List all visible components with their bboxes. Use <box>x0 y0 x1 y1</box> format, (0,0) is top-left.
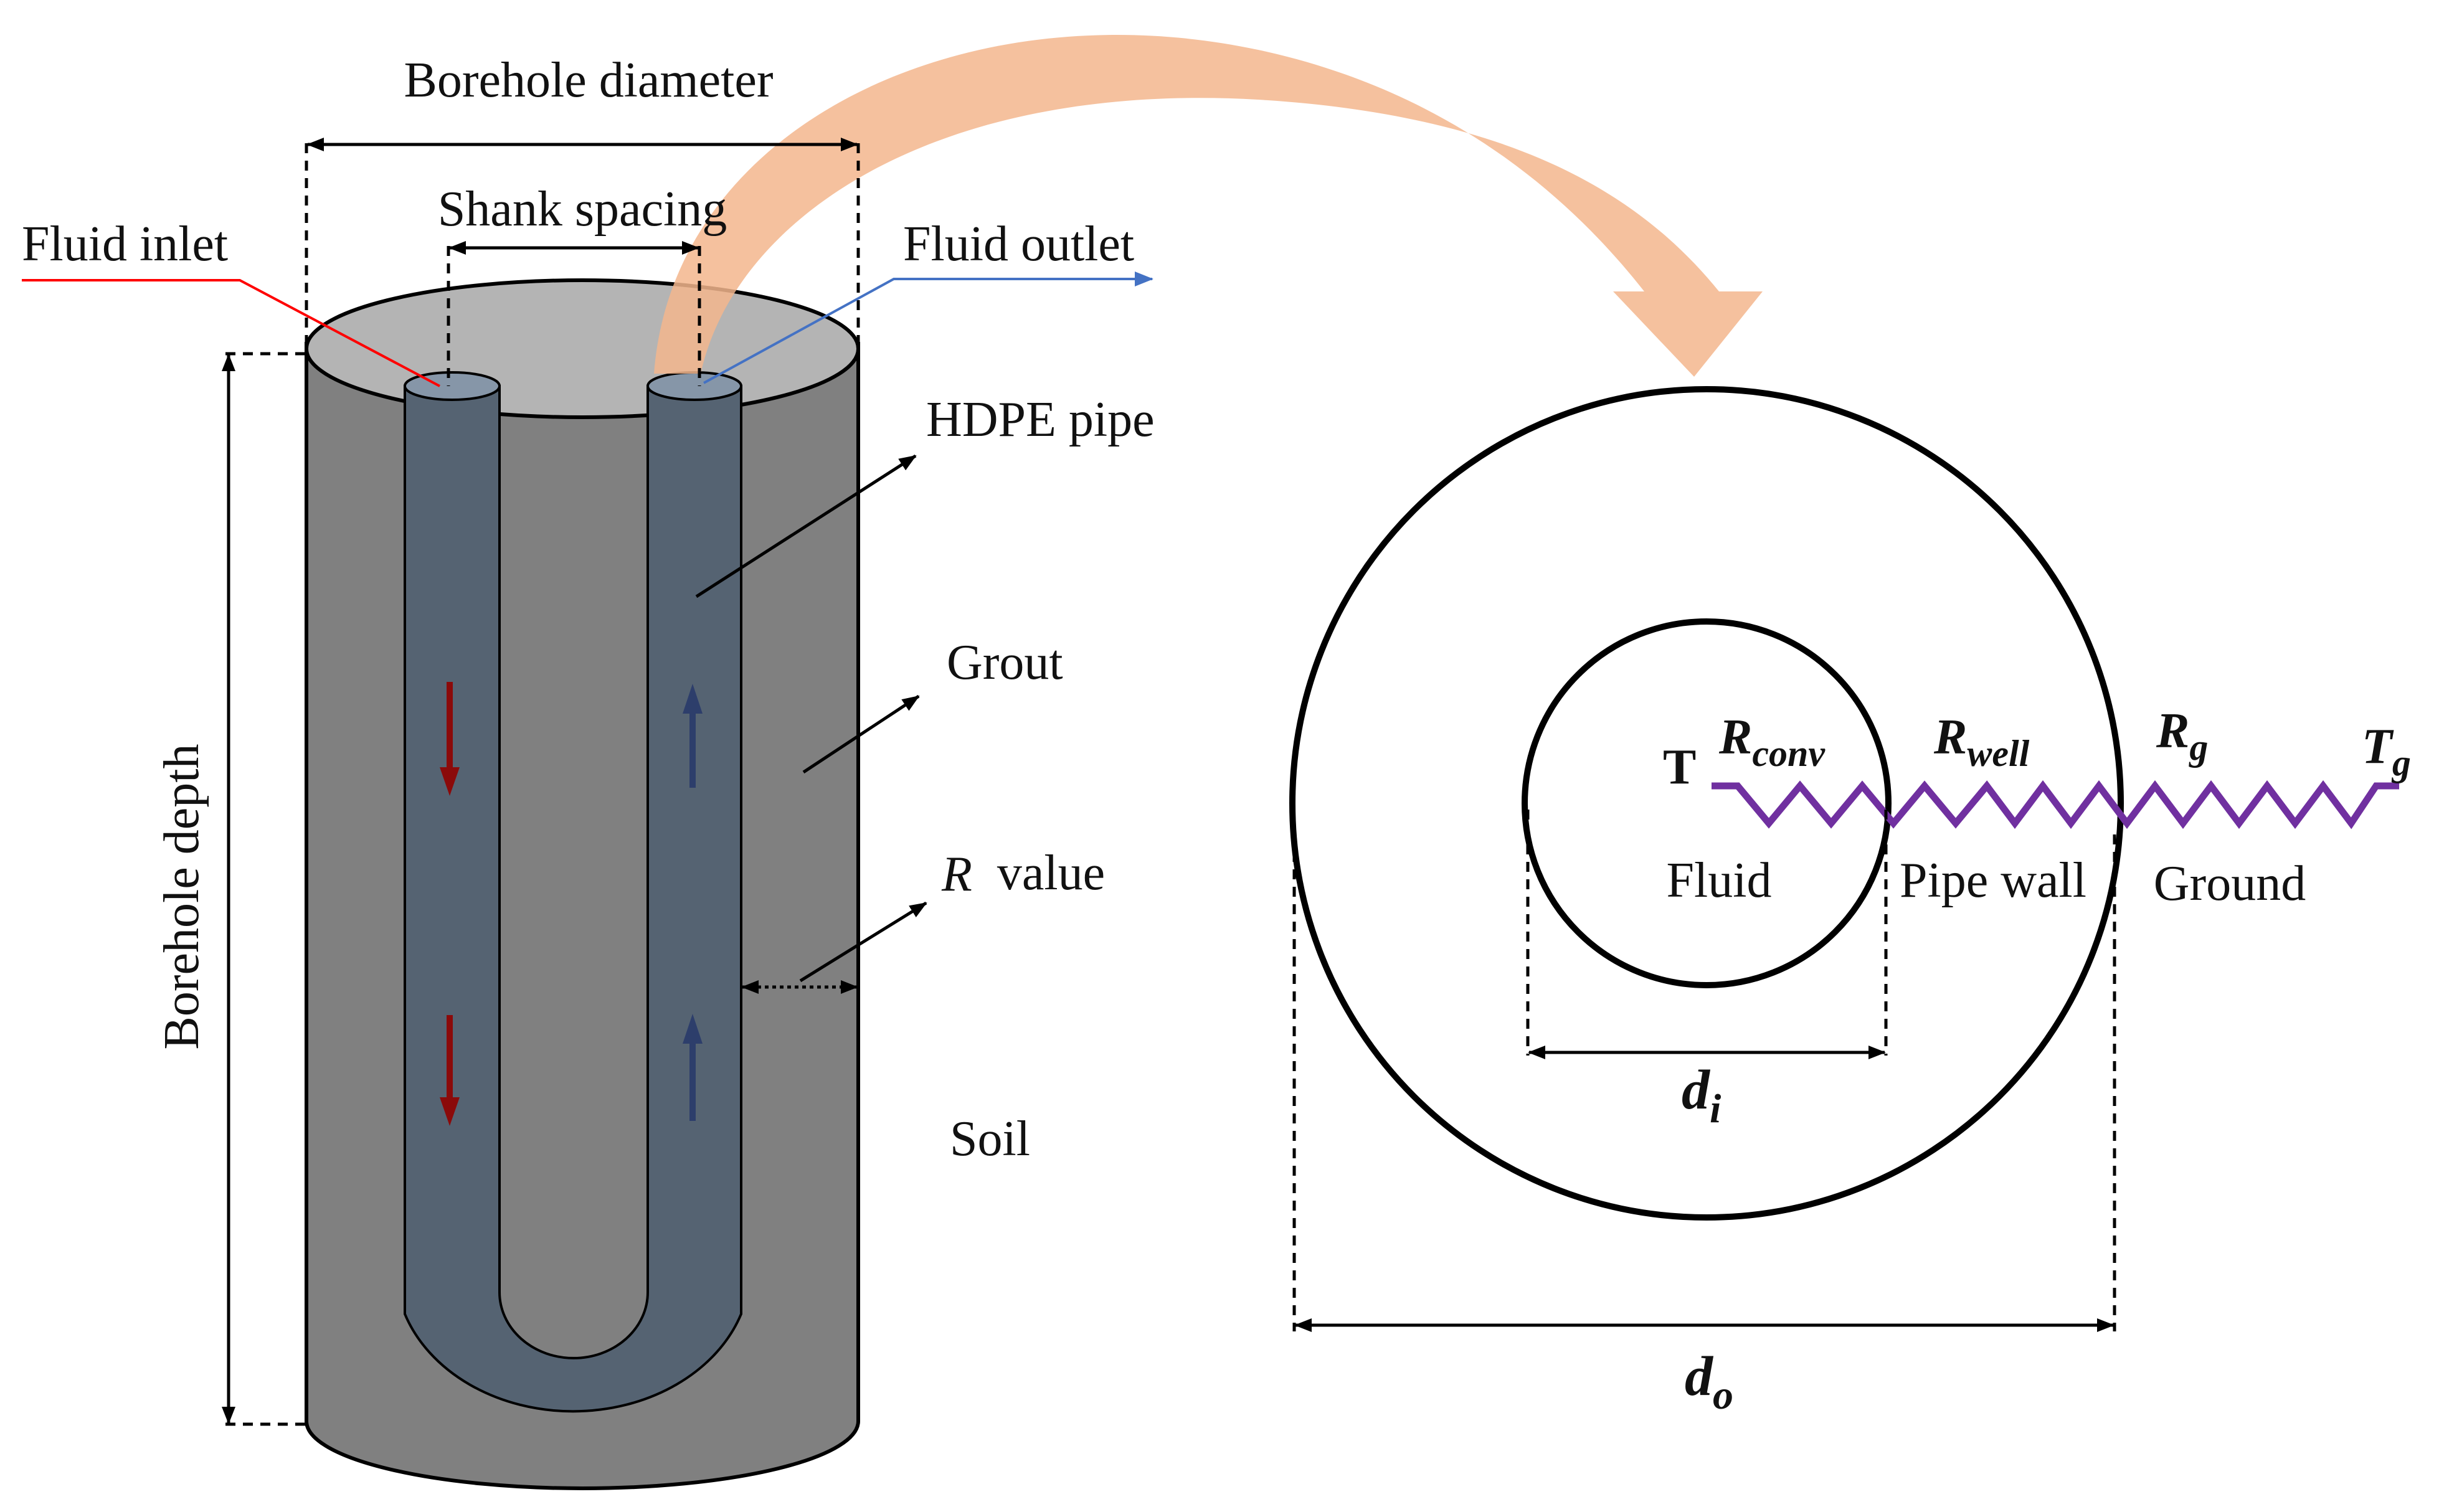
r-well-label: Rwell <box>1933 710 2030 774</box>
grout-leader <box>802 694 920 774</box>
t-g-label: Tg <box>2362 719 2411 783</box>
grout-label: Grout <box>947 635 1063 690</box>
fluid-inlet-label: Fluid inlet <box>22 217 228 272</box>
thermal-resistance-network <box>1712 780 2399 829</box>
fluid-inlet-leader <box>22 279 440 387</box>
borehole-depth-dimension <box>222 352 305 1426</box>
fluid-outlet-leader <box>703 272 1153 384</box>
t-fluid-label: T <box>1663 740 1696 795</box>
r-symbol: R <box>941 847 972 902</box>
zoom-curved-arrow <box>654 34 1763 377</box>
borehole-diameter-dimension <box>305 138 860 344</box>
ground-region-label: Ground <box>2154 856 2306 911</box>
fluid-outlet-label: Fluid outlet <box>903 217 1134 272</box>
hdpe-pipe-label: HDPE pipe <box>926 392 1155 447</box>
r-value-text: value <box>997 846 1105 900</box>
outer-diameter-dimension <box>1292 834 2116 1332</box>
soil-label: Soil <box>950 1112 1030 1166</box>
r-value-label: R value <box>941 846 1105 902</box>
borehole-depth-label: Borehole depth <box>154 744 209 1050</box>
shank-spacing-label: Shank spacing <box>438 182 727 237</box>
fluid-region-label: Fluid <box>1667 853 1772 908</box>
hdpe-pipe-leader <box>695 454 917 598</box>
inner-diameter-dimension <box>1526 810 1888 1059</box>
grout-top-face <box>305 278 860 419</box>
inner-diameter-label: di <box>1682 1059 1722 1132</box>
inner-circle <box>1522 618 1892 988</box>
shank-spacing-dimension <box>447 241 701 386</box>
borehole-diameter-label: Borehole diameter <box>404 53 773 108</box>
downward-flow-arrows <box>440 682 460 1126</box>
upward-flow-arrows <box>683 684 703 1121</box>
outer-circle <box>1289 386 2124 1221</box>
pipe-wall-region-label: Pipe wall <box>1900 853 2086 908</box>
pipe-cross-section: T Rconv Rwell Rg Tg Fluid Pipe wall Grou… <box>1289 386 2411 1418</box>
r-conv-label: Rconv <box>1718 710 1826 774</box>
r-value-leader <box>799 901 927 983</box>
u-tube-pipe <box>404 385 742 1413</box>
r-g-label: Rg <box>2156 704 2208 768</box>
soil-cylinder <box>305 342 860 1490</box>
outlet-pipe-opening <box>646 371 742 401</box>
borehole-3d-view: Borehole diameter Shank spacing Fluid in… <box>22 34 1763 1490</box>
outer-diameter-label: do <box>1685 1346 1733 1418</box>
